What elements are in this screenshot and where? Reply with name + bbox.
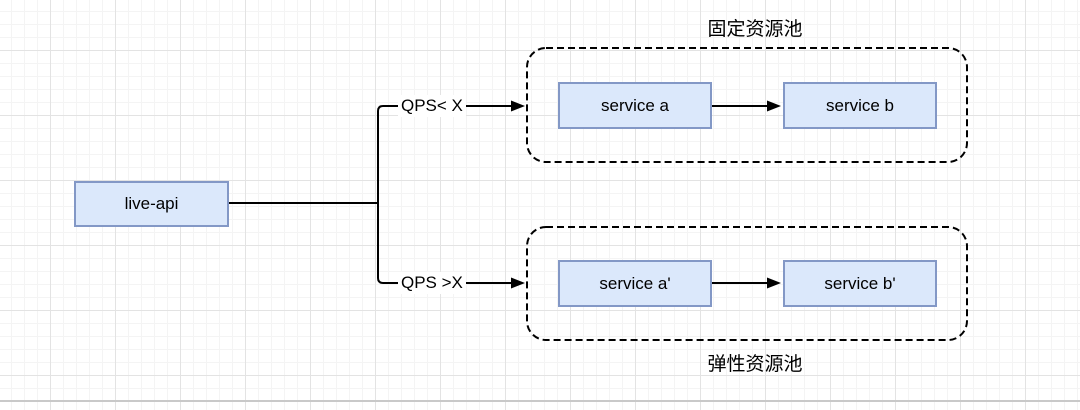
elastic-pool-container[interactable] bbox=[526, 226, 968, 341]
edge-label-qps-high[interactable]: QPS >X bbox=[398, 272, 466, 294]
edge-qps-low[interactable] bbox=[377, 105, 512, 203]
arrowhead-qps-low bbox=[511, 100, 525, 112]
node-live-api[interactable]: live-api bbox=[74, 181, 229, 227]
node-service-a-label: service a bbox=[600, 95, 670, 115]
edge-label-qps-low[interactable]: QPS< X bbox=[398, 95, 466, 117]
node-service-a-prime[interactable]: service a' bbox=[558, 260, 712, 307]
node-service-b[interactable]: service b bbox=[783, 82, 937, 129]
fixed-pool-container[interactable] bbox=[526, 47, 968, 163]
node-service-b-label: service b bbox=[825, 95, 895, 115]
elastic-pool-title: 弹性资源池 bbox=[707, 354, 803, 375]
node-service-b-prime[interactable]: service b' bbox=[783, 260, 937, 307]
node-service-b-prime-label: service b' bbox=[824, 273, 896, 293]
node-service-a-prime-label: service a' bbox=[599, 273, 671, 293]
node-live-api-label: live-api bbox=[124, 194, 179, 213]
arrowhead-service-a-to-b bbox=[767, 100, 781, 112]
arrowhead-service-a2-to-b2 bbox=[767, 277, 781, 289]
arrowhead-qps-high bbox=[511, 277, 525, 289]
node-service-a[interactable]: service a bbox=[558, 82, 712, 129]
page-boundary-line bbox=[0, 400, 1080, 402]
edge-qps-high[interactable] bbox=[377, 203, 512, 284]
fixed-pool-title: 固定资源池 bbox=[707, 19, 803, 40]
